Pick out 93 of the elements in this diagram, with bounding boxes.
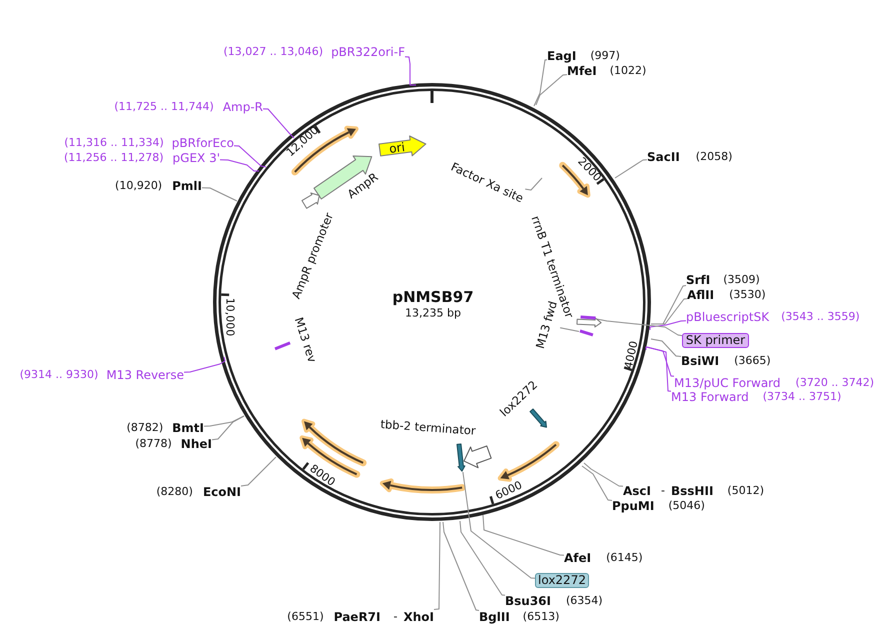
enzyme-name: BsiWI (681, 353, 720, 369)
enzyme-name: BssHII (671, 483, 714, 499)
primer-name: pBR322ori-F (331, 44, 405, 60)
cut-position: (10,920) (115, 178, 162, 194)
leader-line (614, 159, 648, 178)
primer-name: Amp-R (222, 99, 263, 115)
plasmid-name: pNMSB97 (392, 288, 474, 306)
origin-feature: ori (378, 135, 427, 157)
primer-range: (11,316 .. 11,334) (64, 135, 164, 151)
leader-line (404, 56, 416, 86)
leader-line (650, 320, 686, 330)
terminator-feature (463, 444, 492, 469)
enzyme-name: NheI (180, 436, 212, 452)
leader-line (524, 178, 542, 190)
enzyme-name: PaeR7I (334, 609, 380, 625)
cut-position: (997) (590, 48, 620, 64)
enzyme-name: PmlI (172, 178, 202, 194)
enzyme-name: XhoI (403, 609, 434, 625)
primer-range: (3720 .. 3742) (796, 375, 874, 391)
primer-name: M13 Reverse (106, 367, 184, 383)
cut-position: (6513) (522, 609, 560, 625)
primer-name: pGEX 3' (172, 150, 220, 166)
primer-label: SK primer (682, 333, 749, 348)
leader-line (650, 338, 682, 357)
leader-line (240, 456, 276, 486)
leader-line (646, 346, 674, 377)
leader-line (584, 462, 624, 487)
cut-position: (3509) (723, 272, 760, 288)
leader-line (202, 187, 238, 202)
primer-name: M13/pUC Forward (674, 375, 781, 391)
enzyme-name: AfeI (564, 550, 592, 566)
leader-line (434, 522, 440, 610)
primer-name: M13 Forward (671, 390, 749, 405)
leader-line (262, 108, 294, 138)
enzyme-name: Bsu36I (505, 593, 551, 609)
cut-position: (6551) (287, 609, 324, 625)
cut-position: (1022) (610, 63, 646, 79)
leader-line (442, 522, 480, 611)
enzyme-name: EcoNI (202, 484, 241, 500)
cut-position: (3530) (729, 287, 766, 303)
cut-position: (8280) (156, 484, 193, 500)
primer-name: pBluescriptSK (686, 309, 770, 325)
feature-label: M13 rev (292, 316, 318, 364)
enzyme-name: PpuMI (612, 498, 654, 514)
primer-range: (9314 .. 9330) (20, 367, 98, 383)
tick-label: 10,000 (222, 298, 236, 336)
leader-line (482, 514, 564, 556)
cut-position: (6145) (606, 550, 643, 566)
primer-range: (13,027 .. 13,046) (224, 44, 324, 60)
primer-mark (580, 315, 597, 320)
leader-line (212, 416, 244, 440)
plasmid-size: 13,235 bp (405, 306, 461, 320)
promoter-feature (300, 192, 320, 209)
primer-name: pBRforEco (172, 135, 234, 151)
enzyme-name: SrfI (686, 272, 710, 288)
cut-position: (5046) (668, 498, 705, 514)
tick-label: 4000 (622, 340, 642, 370)
leader-line (596, 318, 682, 336)
leader-line (234, 145, 266, 168)
terminator-feature (576, 317, 602, 328)
enzyme-name: SacII (647, 149, 680, 165)
primer-range: (3543 .. 3559) (781, 309, 860, 325)
enzyme-name: AflII (687, 287, 714, 303)
cut-position: (8782) (126, 420, 164, 436)
enzyme-name: AscI (623, 483, 652, 499)
name-separator: - (661, 483, 665, 499)
primer-range: (3734 .. 3751) (762, 389, 842, 405)
leader-line (184, 356, 226, 373)
enzyme-name: EagI (547, 48, 576, 64)
feature-label: lox2272 (535, 573, 589, 588)
cut-position: (5012) (727, 483, 764, 499)
cut-position: (6354) (566, 593, 603, 609)
leader-line (560, 327, 580, 332)
tick-label: 6000 (494, 479, 524, 503)
cut-position: (8778) (135, 436, 172, 452)
leader-line (536, 74, 568, 106)
enzyme-name: MfeI (567, 63, 597, 79)
leader-line (534, 59, 548, 106)
feature-label: tbb-2 terminator (380, 418, 476, 438)
leader-line (220, 159, 260, 172)
primer-range: (11,725 .. 11,744) (114, 99, 214, 115)
leader-line (582, 466, 612, 501)
leader-line (460, 520, 506, 596)
primer-mark (274, 341, 292, 351)
leader-line (462, 472, 536, 579)
enzyme-name: BmtI (172, 420, 204, 436)
leader-line (646, 346, 672, 392)
site-feature (456, 442, 466, 472)
cut-position: (2058) (696, 149, 732, 165)
cut-position: (3665) (734, 353, 771, 369)
enzyme-name: BglII (479, 609, 510, 625)
name-separator: - (394, 609, 398, 625)
primer-range: (11,256 .. 11,278) (64, 150, 164, 166)
